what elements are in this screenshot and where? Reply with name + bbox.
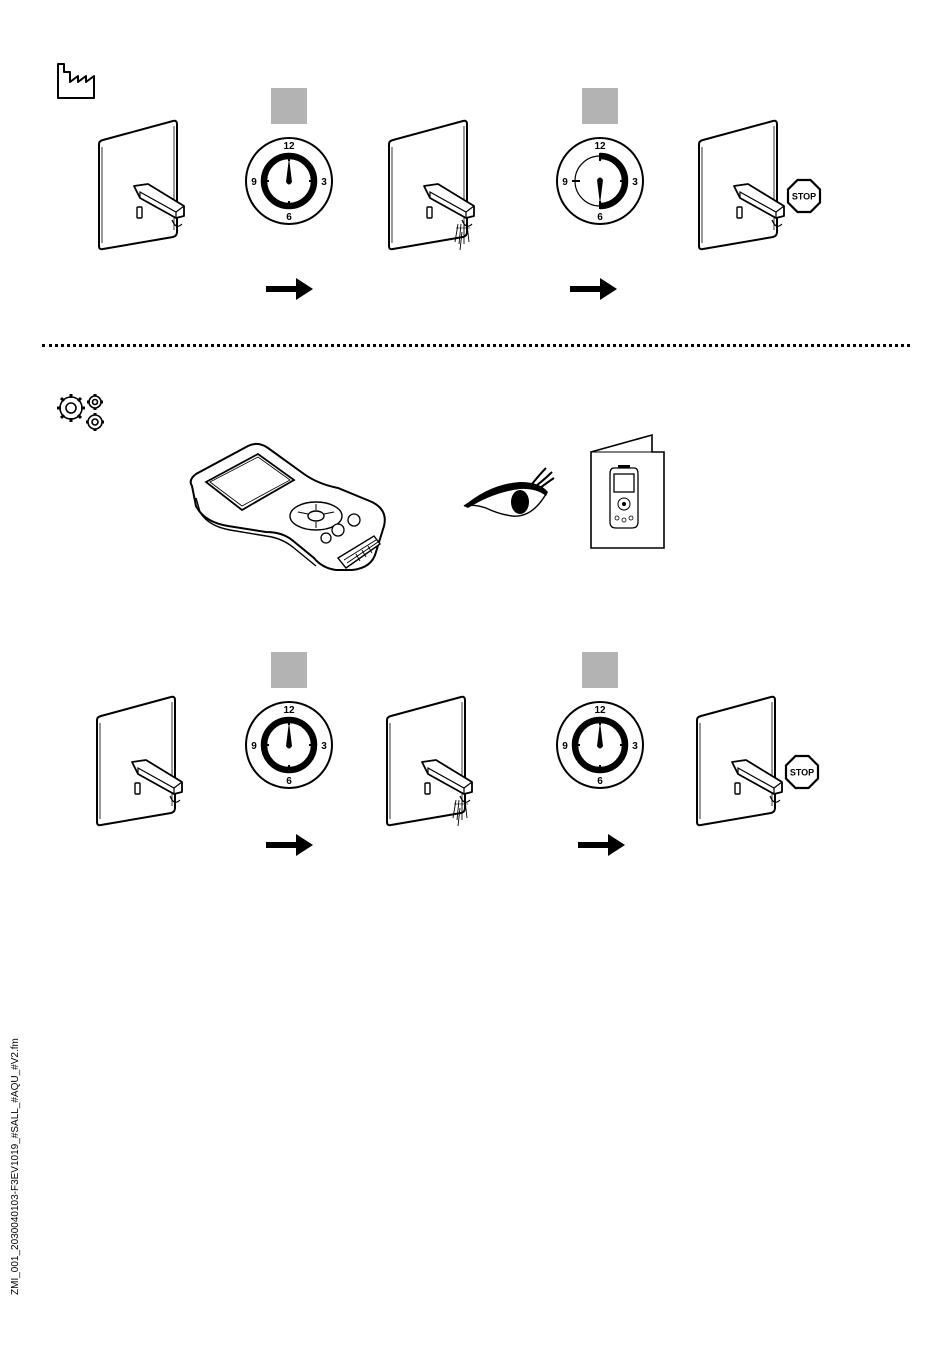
- timer-clock-partial-1: 12 3 6 9: [555, 136, 645, 226]
- arrow-right-icon: [570, 278, 618, 300]
- stop-sign-2: STOP: [784, 754, 820, 790]
- faucet-closed-2: [696, 120, 791, 252]
- faucet-running-2: [384, 696, 479, 836]
- faucet-running-1: [386, 120, 481, 260]
- clock-number-6: 6: [286, 212, 292, 223]
- clock-number-3: 3: [321, 177, 327, 188]
- clock-number-9: 9: [562, 741, 568, 752]
- clock-number-6: 6: [597, 776, 603, 787]
- remote-control-device: [186, 440, 396, 575]
- clock-number-6: 6: [286, 776, 292, 787]
- clock-number-3: 3: [321, 741, 327, 752]
- timer-clock-full-2: 12 3 6 9: [244, 700, 334, 790]
- gears-icon: [54, 392, 110, 432]
- clock-number-12: 12: [283, 705, 295, 716]
- step-marker-2: [582, 88, 618, 124]
- clock-number-3: 3: [632, 741, 638, 752]
- arrow-right-icon: [578, 834, 626, 856]
- section-divider: [42, 344, 910, 347]
- timer-clock-full-3: 12 3 6 9: [555, 700, 645, 790]
- factory-icon: [56, 62, 96, 100]
- step-marker-3: [271, 652, 307, 688]
- faucet-closed-4: [694, 696, 789, 828]
- faucet-closed-1: [96, 120, 191, 252]
- footer-filename: ZMI_001_2030040103-F3EV1019_#SALL_#AQU_#…: [10, 1038, 21, 1295]
- clock-number-3: 3: [632, 177, 638, 188]
- arrow-right-icon: [266, 834, 314, 856]
- step-marker-4: [582, 652, 618, 688]
- clock-number-6: 6: [597, 212, 603, 223]
- stop-sign-1: STOP: [786, 178, 822, 214]
- timer-clock-full-1: 12 3 6 9: [244, 136, 334, 226]
- arrow-right-icon: [266, 278, 314, 300]
- faucet-closed-3: [94, 696, 189, 828]
- clock-number-9: 9: [251, 177, 257, 188]
- stop-label: STOP: [790, 768, 814, 778]
- manual-booklet-icon: [588, 432, 668, 550]
- stop-label: STOP: [792, 192, 816, 202]
- clock-number-9: 9: [251, 741, 257, 752]
- clock-number-12: 12: [594, 141, 606, 152]
- eye-icon: [462, 464, 556, 522]
- clock-number-12: 12: [594, 705, 606, 716]
- clock-number-9: 9: [562, 177, 568, 188]
- step-marker-1: [271, 88, 307, 124]
- clock-number-12: 12: [283, 141, 295, 152]
